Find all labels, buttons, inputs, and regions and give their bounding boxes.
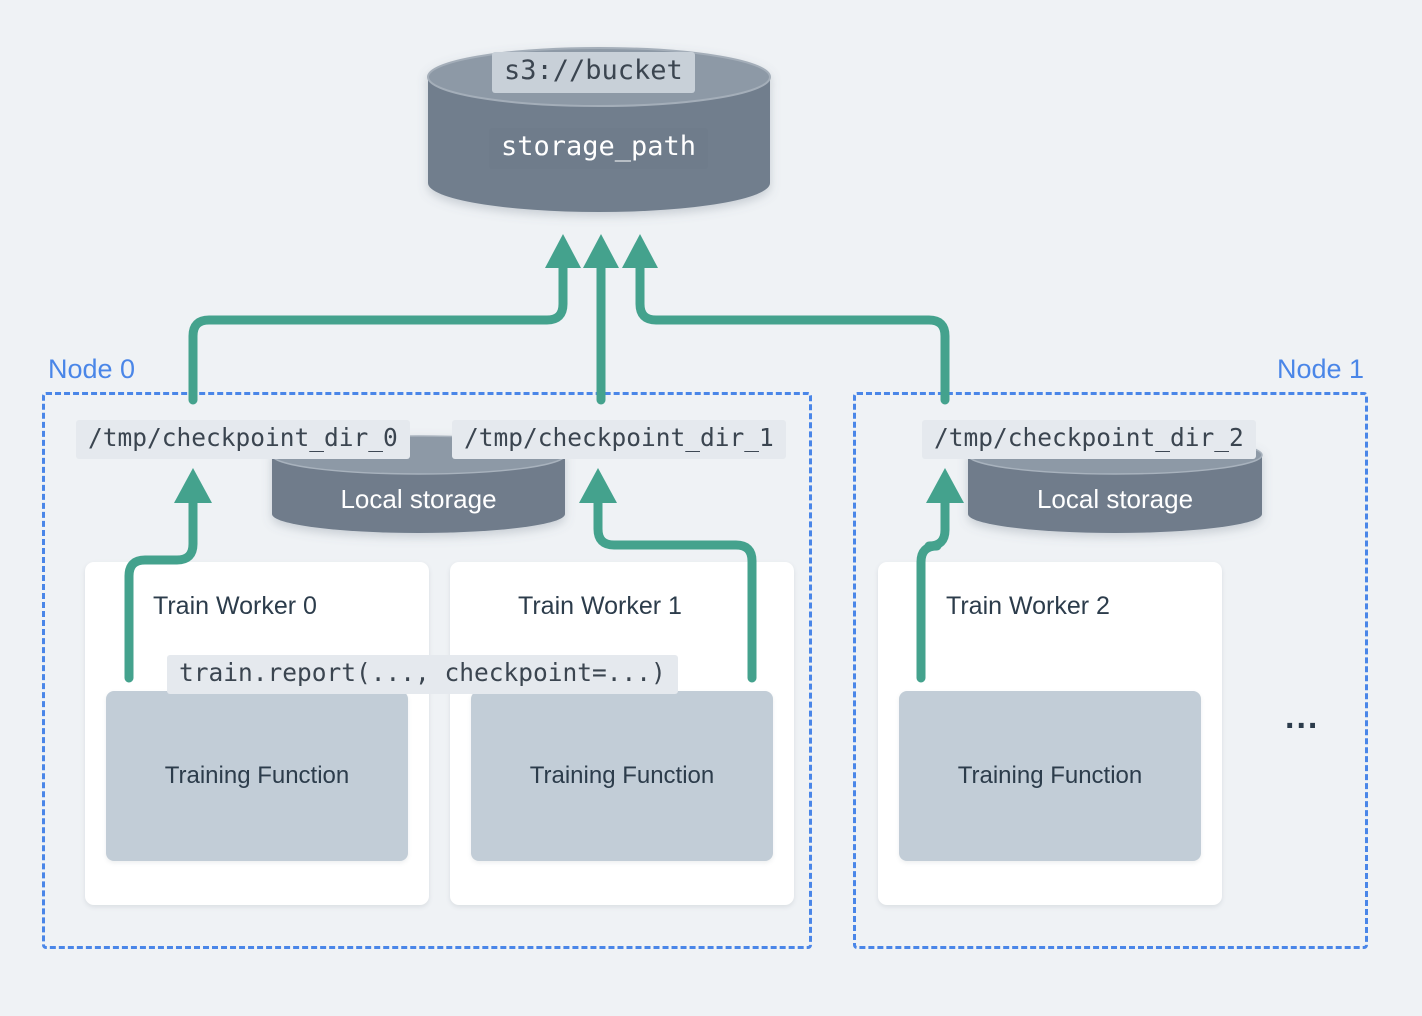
node-0-local-storage-label: Local storage [340,484,497,514]
checkpoint-dir-chip-0: /tmp/checkpoint_dir_0 [76,420,410,459]
training-function-label-0: Training Function [164,762,350,789]
arrowhead-cloud-middle [583,234,619,268]
arrow-worker0-to-checkpoint-dir0 [124,491,198,683]
node-0-label: Node 0 [48,354,136,384]
training-function-box-0: Training Function [106,691,408,861]
arrow-node0-dir0-to-cloud [188,257,568,405]
arrowhead-checkpoint-dir0 [174,468,212,503]
arrow-worker1-to-checkpoint-dir1 [593,491,757,683]
worker-1-title: Train Worker 1 [518,592,682,620]
arrowhead-cloud-left [545,234,581,268]
node-1-label: Node 1 [1277,354,1365,384]
checkpoint-dir-chip-2: /tmp/checkpoint_dir_2 [922,420,1256,459]
worker-2-title: Train Worker 2 [946,592,1110,620]
arrowhead-checkpoint-dir2 [926,468,964,503]
arrowhead-cloud-right [622,234,658,268]
node-1-local-storage-label: Local storage [1036,484,1194,514]
checkpoint-dir-chip-1: /tmp/checkpoint_dir_1 [452,420,786,459]
training-function-label-2: Training Function [957,762,1143,789]
node-group-1 [853,392,1368,949]
node-group-0 [42,392,812,949]
s3-bucket-chip: s3://bucket [492,52,695,94]
worker-0-title: Train Worker 0 [153,592,317,620]
report-call-annotation: train.report(..., checkpoint=...) [167,655,678,694]
arrow-node1-dir2-to-cloud [635,257,950,405]
training-function-label-1: Training Function [529,762,715,789]
training-function-box-1: Training Function [471,691,773,861]
overflow-ellipsis: ... [1285,698,1320,736]
arrowheads [174,234,964,503]
training-function-box-2: Training Function [899,691,1201,861]
arrowhead-checkpoint-dir1 [579,468,617,503]
arrow-worker2-to-checkpoint-dir2 [916,491,950,683]
storage-path-chip: storage_path [489,128,709,170]
